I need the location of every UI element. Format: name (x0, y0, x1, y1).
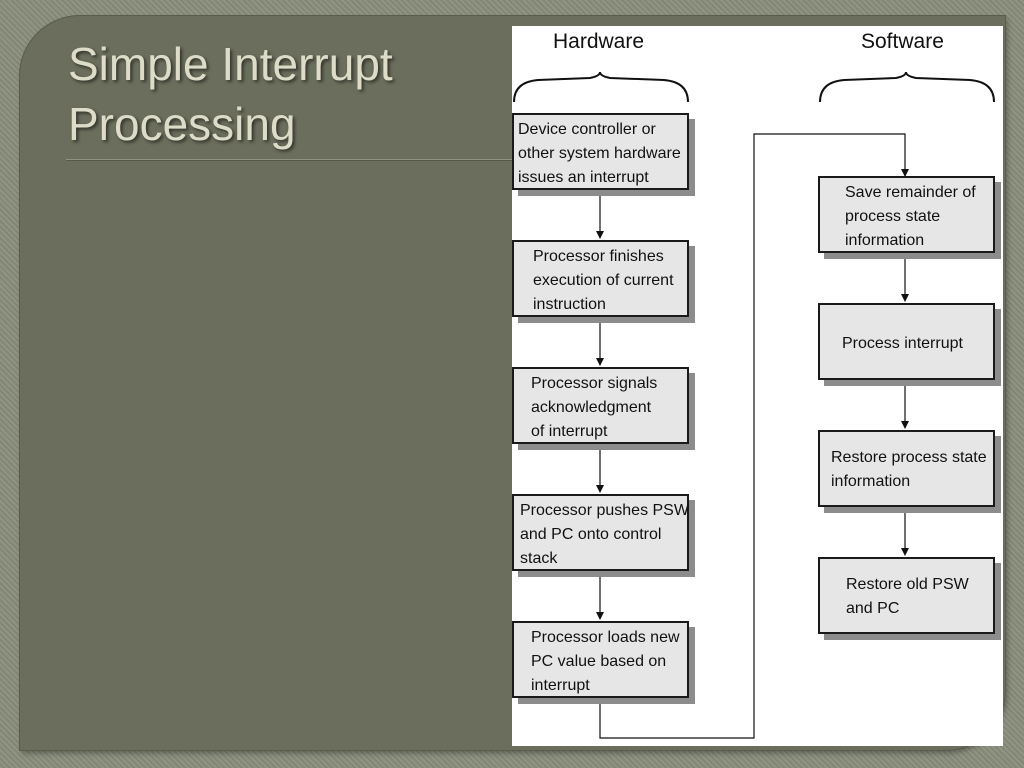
hardware-step-3: Processor signals acknowledgment of inte… (512, 367, 689, 444)
hardware-step-4: Processor pushes PSW and PC onto control… (512, 494, 689, 571)
slide-title: Simple Interrupt Processing (68, 34, 508, 154)
software-step-4: Restore old PSW and PC (818, 557, 995, 634)
software-step-1: Save remainder of process state informat… (818, 176, 995, 253)
hardware-step-1: Device controller or other system hardwa… (512, 113, 689, 190)
hardware-brace (513, 71, 689, 103)
hw-to-sw-connector (599, 133, 909, 739)
title-divider (66, 159, 516, 161)
software-label: Software (861, 30, 944, 53)
software-step-3: Restore process state information (818, 430, 995, 507)
hardware-label: Hardware (553, 30, 645, 53)
software-brace (819, 71, 995, 103)
hardware-step-5: Processor loads new PC value based on in… (512, 621, 689, 698)
hardware-step-2: Processor finishes execution of current … (512, 240, 689, 317)
slide-title-line-2: Processing (68, 98, 296, 150)
software-step-2: Process interrupt (818, 303, 995, 380)
slide-title-line-1: Simple Interrupt (68, 38, 393, 90)
diagram-connectors (513, 71, 995, 739)
interrupt-flow-diagram: Hardware Software Device controller or o… (512, 26, 1003, 746)
